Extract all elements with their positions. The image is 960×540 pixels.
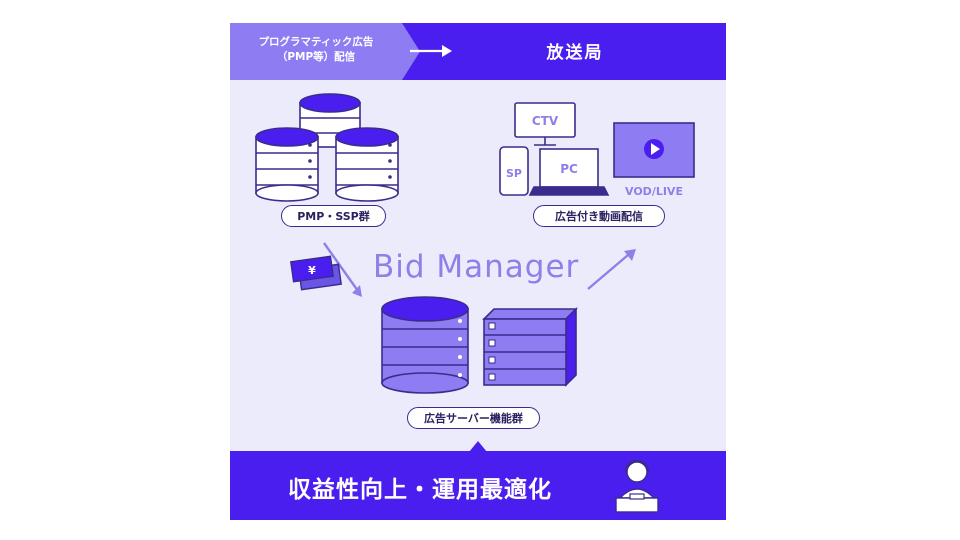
programmatic-label: プログラマティック広告 （PMP等）配信: [258, 36, 374, 63]
pointer-triangle: [469, 441, 487, 452]
devices-icon: CTV SP PC VOD/LIVE: [499, 102, 695, 198]
bid-manager-title: Bid Manager: [373, 249, 580, 285]
ad-server-icon: [381, 296, 578, 394]
database-cluster-icon: [255, 93, 399, 202]
ctv-label: CTV: [532, 114, 559, 128]
broadcaster-label: 放送局: [546, 43, 604, 63]
yen-icon: ¥: [308, 264, 316, 277]
pmp-ssp-label: PMP・SSP群: [281, 205, 386, 227]
sp-label: SP: [506, 167, 522, 180]
vod-live-label: VOD/LIVE: [625, 185, 683, 198]
ad-video-delivery-label: 広告付き動画配信: [533, 205, 665, 227]
goal-text: 収益性向上・運用最適化: [288, 477, 552, 503]
money-arrow-icon: ¥: [290, 242, 362, 297]
operator-icon: [615, 459, 659, 513]
pc-label: PC: [560, 162, 578, 176]
ad-server-label: 広告サーバー機能群: [407, 407, 540, 429]
footer-band: 収益性向上・運用最適化: [230, 451, 726, 520]
diagram-card: プログラマティック広告 （PMP等）配信 放送局: [230, 23, 726, 520]
up-arrow-icon: [587, 249, 636, 290]
programmatic-tab: [230, 23, 420, 80]
header-band: プログラマティック広告 （PMP等）配信 放送局: [230, 23, 726, 80]
header-arrow-icon: [410, 45, 452, 57]
